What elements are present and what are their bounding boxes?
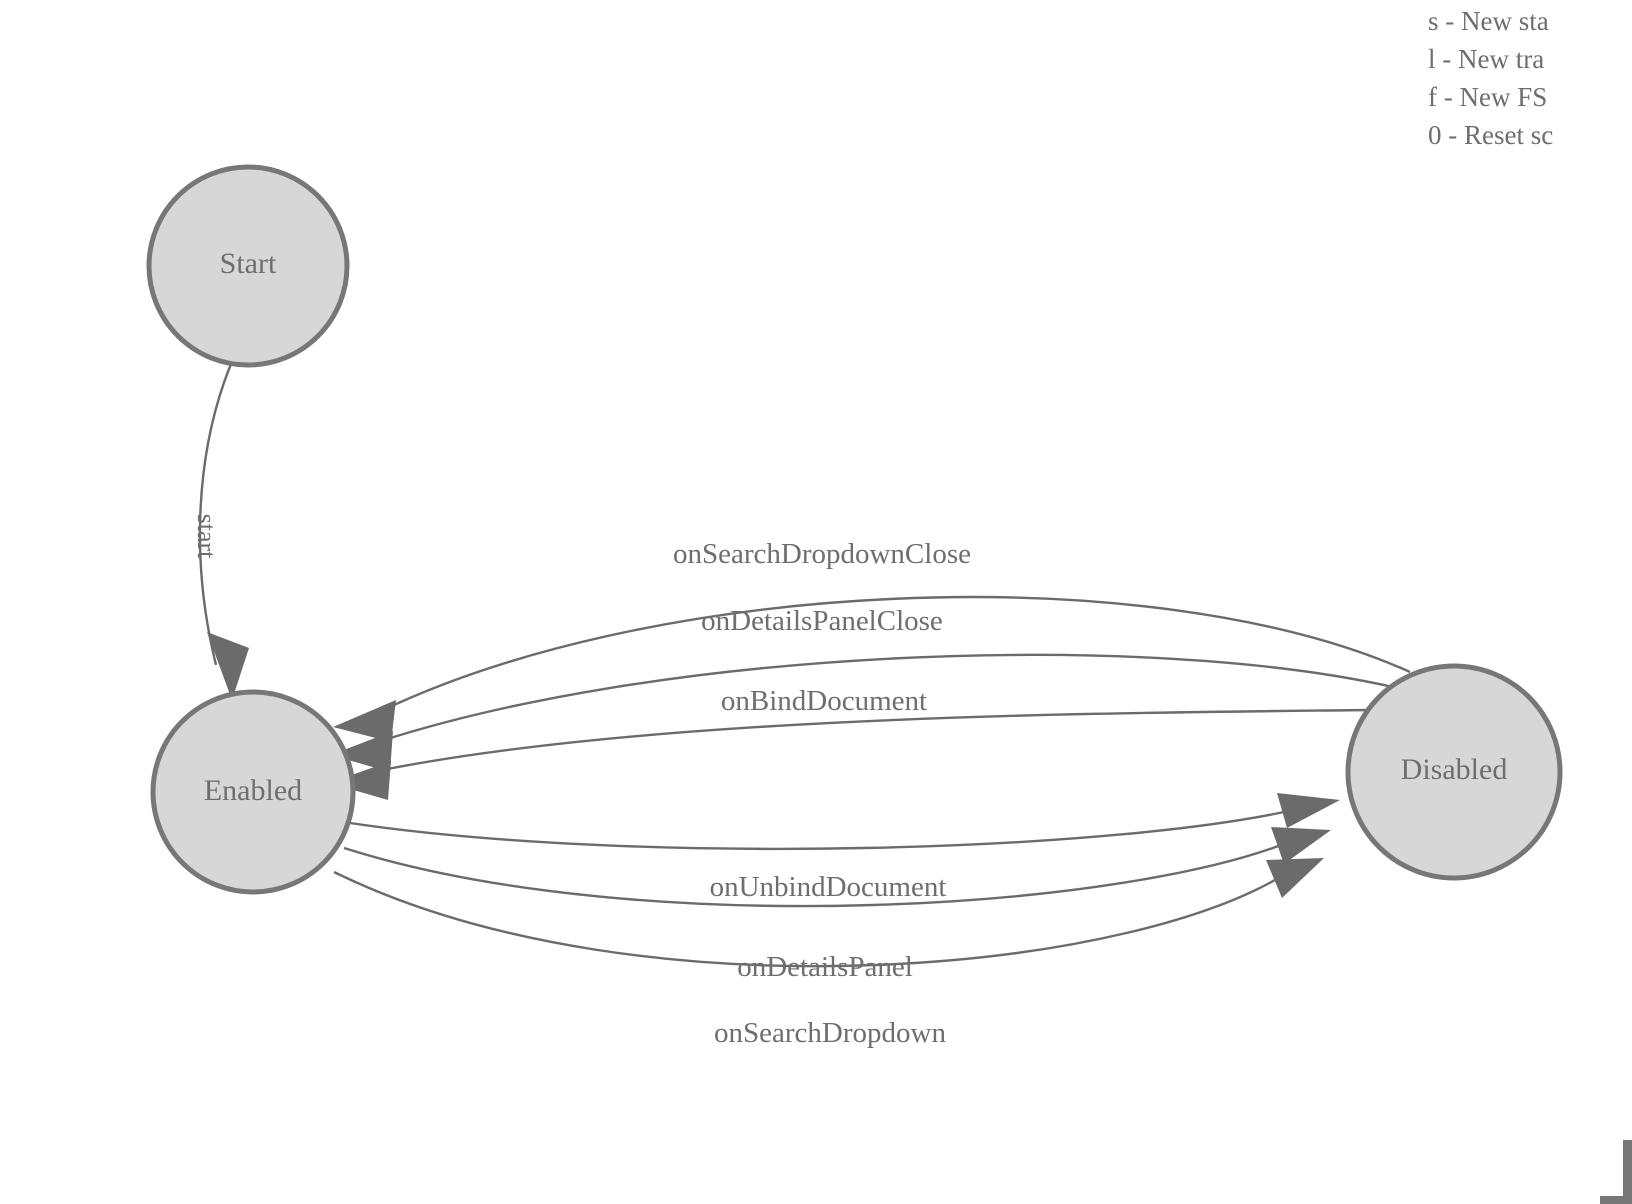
transition-on-unbind-document[interactable]: [349, 793, 1340, 851]
transition-on-bind-document-arrowhead: [329, 761, 391, 800]
transition-on-details-panel-arrowhead: [1271, 827, 1331, 864]
transition-on-details-panel-close-path: [359, 653, 1394, 750]
state-label-start: Start: [220, 247, 277, 280]
transition-on-details-panel-path: [343, 834, 1304, 908]
transition-on-details-panel-close[interactable]: [331, 653, 1394, 772]
transition-label-start: start: [192, 514, 221, 560]
transition-on-details-panel[interactable]: [343, 827, 1331, 908]
transition-on-details-panel-close-arrowhead: [331, 731, 393, 772]
state-label-disabled: Disabled: [1401, 753, 1508, 786]
transition-start[interactable]: [198, 363, 249, 700]
transition-on-search-dropdown-arrowhead: [1266, 858, 1324, 898]
transition-on-unbind-document-arrowhead: [1277, 793, 1340, 828]
state-label-enabled: Enabled: [204, 774, 302, 807]
transition-label-on-search-dropdown-close: onSearchDropdownClose: [673, 538, 971, 570]
horizontal-scrollbar-thumb[interactable]: [1600, 1196, 1632, 1204]
transition-on-bind-document-path: [357, 708, 1371, 777]
transition-on-bind-document[interactable]: [329, 708, 1371, 800]
transition-label-on-details-panel: onDetailsPanel: [737, 951, 913, 983]
transition-on-unbind-document-path: [349, 804, 1311, 851]
transition-start-arrowhead: [207, 632, 249, 700]
transition-label-on-details-panel-close: onDetailsPanelClose: [701, 605, 943, 637]
transition-on-search-dropdown-close-path: [362, 595, 1411, 722]
transition-on-search-dropdown-close-arrowhead: [333, 700, 396, 742]
state-circle-start[interactable]: [146, 164, 350, 368]
transition-label-on-bind-document: onBindDocument: [721, 685, 927, 717]
transition-on-search-dropdown-path: [333, 865, 1298, 968]
transition-label-on-unbind-document: onUnbindDocument: [710, 871, 947, 903]
transition-start-path: [198, 363, 233, 666]
state-circle-enabled[interactable]: [150, 689, 356, 895]
transition-label-on-search-dropdown: onSearchDropdown: [714, 1017, 946, 1049]
state-node-start[interactable]: Start: [146, 164, 350, 368]
state-node-disabled[interactable]: Disabled: [1345, 663, 1563, 881]
transition-on-search-dropdown[interactable]: [333, 858, 1324, 968]
state-node-enabled[interactable]: Enabled: [150, 689, 356, 895]
transition-on-search-dropdown-close[interactable]: [333, 595, 1411, 742]
state-circle-disabled[interactable]: [1345, 663, 1563, 881]
vertical-scrollbar-thumb[interactable]: [1623, 1140, 1632, 1204]
